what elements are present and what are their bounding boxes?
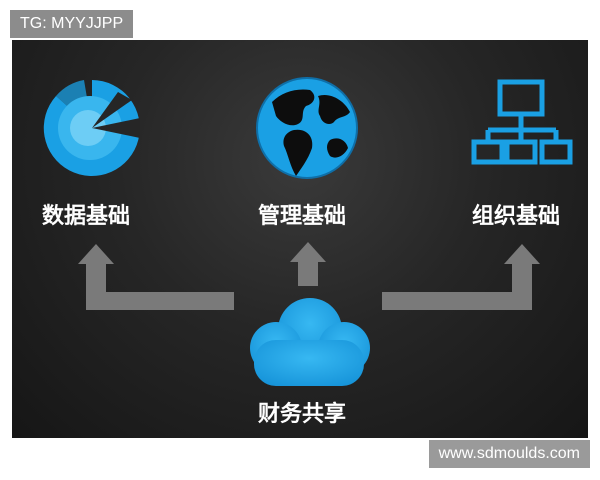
- website-watermark: www.sdmoulds.com: [428, 440, 590, 468]
- cloud-icon: [250, 298, 370, 386]
- pie-chart-icon: [43, 80, 140, 176]
- channel-tag: TG: MYYJJPP: [10, 10, 134, 38]
- management-foundation-label: 管理基础: [258, 204, 347, 229]
- data-foundation-label: 数据基础: [42, 204, 131, 229]
- financial-sharing-label: 财务共享: [258, 402, 347, 427]
- arrow-to-organization: [382, 244, 540, 310]
- organization-foundation-label: 组织基础: [472, 204, 561, 229]
- org-chart-icon: [471, 79, 573, 165]
- globe-icon: [256, 77, 358, 179]
- arrow-to-management: [290, 242, 326, 286]
- arrow-to-data: [78, 244, 234, 310]
